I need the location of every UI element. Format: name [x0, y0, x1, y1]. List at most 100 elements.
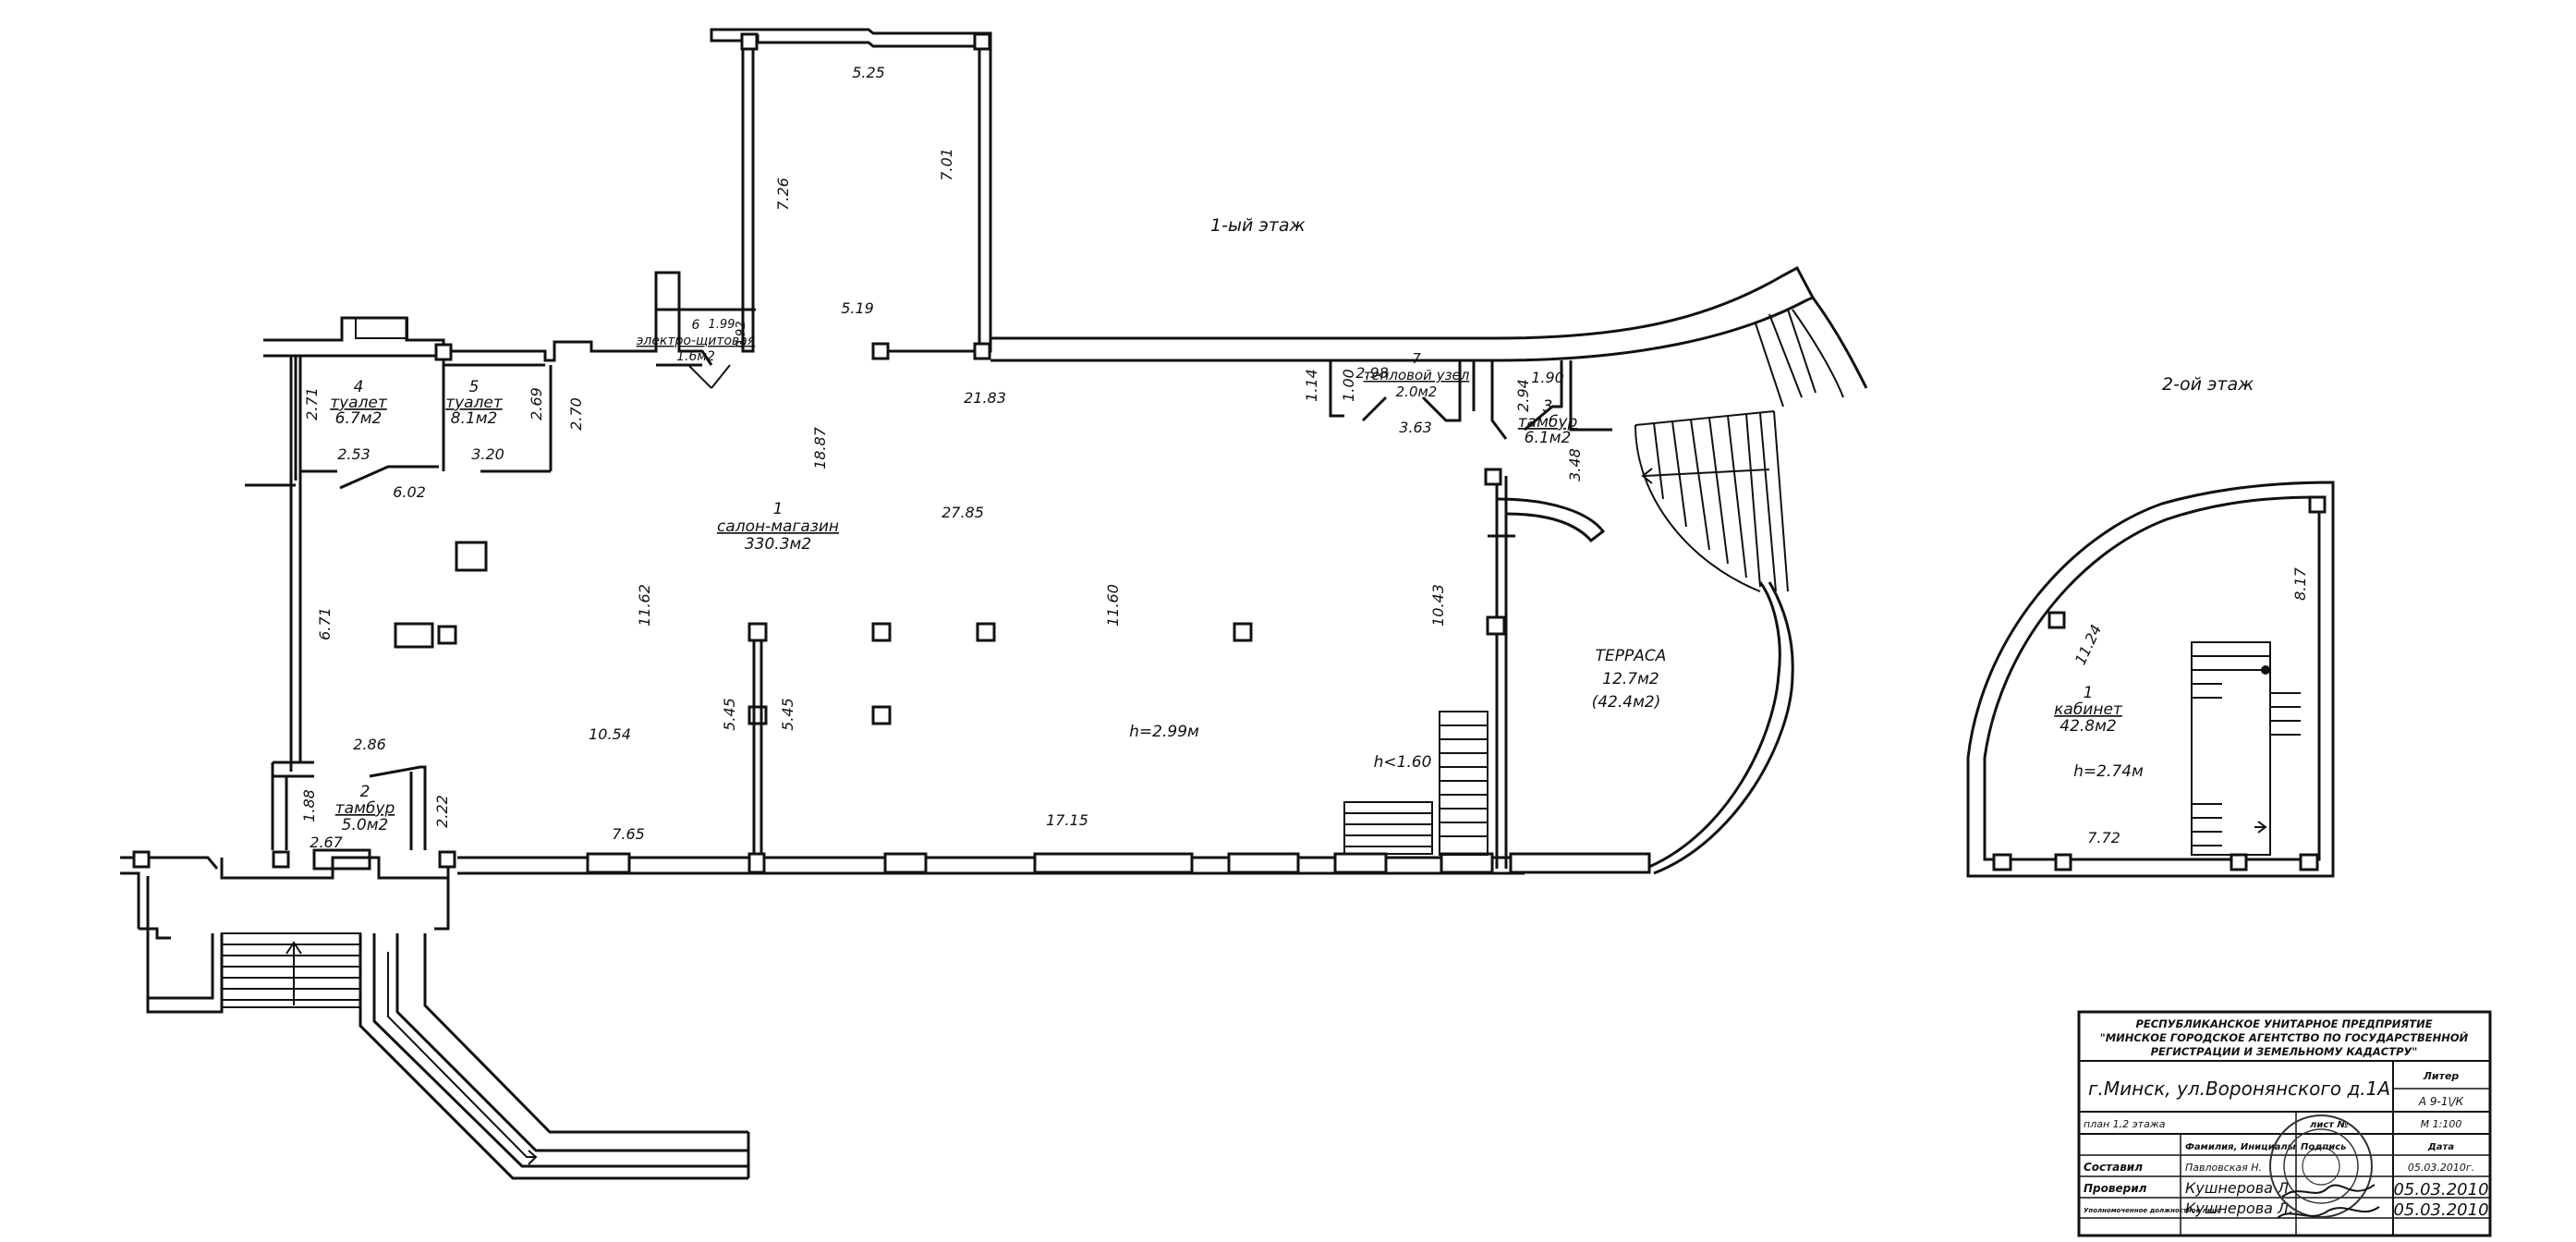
- room7-num: 7: [1412, 350, 1421, 367]
- room6-area: 1.6м2: [676, 349, 715, 364]
- room5-name: туалет: [445, 394, 504, 412]
- dim-5-25: 5.25: [852, 64, 885, 81]
- row2-name: Кушнерова Л.: [2185, 1179, 2293, 1197]
- row3-name: Кушнерова Л.: [2185, 1199, 2293, 1217]
- terrace-name: ТЕРРАСА: [1596, 647, 1667, 665]
- dim-1-00: 1.00: [1340, 369, 1357, 402]
- cabinet-area: 42.8м2: [2060, 717, 2117, 736]
- dim-2-70: 2.70: [567, 397, 585, 431]
- dim-11-24: 11.24: [2072, 622, 2106, 668]
- dim-0-92: 0.92: [735, 322, 748, 348]
- signature-row2: [2281, 1184, 2376, 1198]
- litera-value: А 9-1\/К: [2418, 1095, 2464, 1108]
- row1-role: Составил: [2084, 1161, 2143, 1174]
- dim-5-45-left: 5.45: [721, 698, 738, 731]
- room6-num: 6: [692, 318, 700, 333]
- room4-num: 4: [354, 378, 364, 396]
- terrace-area2: (42.4м2): [1592, 693, 1661, 712]
- dim-3-20: 3.20: [471, 445, 504, 463]
- height-second-floor: h=2.74м: [2073, 762, 2144, 781]
- dim-2-67: 2.67: [310, 834, 343, 851]
- room4-area: 6.7м2: [335, 409, 383, 428]
- dim-2-53: 2.53: [337, 445, 371, 463]
- org-line-3: РЕГИСТРАЦИИ И ЗЕМЕЛЬНОМУ КАДАСТРУ": [2151, 1045, 2418, 1058]
- room2-num: 2: [360, 783, 371, 801]
- col-name-header: Фамилия, Инициалы: [2185, 1142, 2296, 1152]
- dim-3-48: 3.48: [1566, 448, 1584, 481]
- room1-name: салон-магазин: [717, 518, 839, 536]
- room-labels: 1 салон-магазин 330.3м2 2 тамбур 5.0м2 3…: [330, 318, 2144, 834]
- dim-5-19: 5.19: [841, 299, 874, 317]
- dim-1-88: 1.88: [300, 789, 318, 822]
- signature-row3: [2277, 1206, 2380, 1219]
- dimension-labels: 5.25 7.26 7.01 5.19 21.83 18.87 27.85 11…: [300, 64, 2309, 851]
- dim-8-17: 8.17: [2291, 566, 2309, 600]
- room7-area: 2.0м2: [1396, 384, 1438, 400]
- dim-18-87: 18.87: [811, 426, 829, 469]
- room3-name: тамбур: [1518, 413, 1578, 432]
- dim-27-85: 27.85: [942, 504, 984, 521]
- room6-name: электро-щитовая: [637, 334, 756, 348]
- dim-2-86: 2.86: [353, 736, 386, 753]
- dim-1-90: 1.90: [1531, 369, 1564, 386]
- dim-7-72: 7.72: [2087, 829, 2120, 846]
- dim-7-01: 7.01: [938, 148, 955, 181]
- room3-area: 6.1м2: [1525, 429, 1572, 447]
- room2-name: тамбур: [335, 799, 395, 818]
- official-seal-stamp: [2269, 1114, 2373, 1218]
- room4-name: туалет: [330, 394, 388, 412]
- room1-area: 330.3м2: [745, 535, 811, 554]
- dim-10-43: 10.43: [1429, 584, 1447, 627]
- col-date-header: Дата: [2427, 1142, 2454, 1152]
- dim-10-54: 10.54: [589, 725, 631, 743]
- row2-role: Проверил: [2084, 1182, 2147, 1195]
- dim-11-60: 11.60: [1104, 584, 1122, 627]
- org-line-2: "МИНСКОЕ ГОРОДСКОЕ АГЕНТСТВО ПО ГОСУДАРС…: [2100, 1030, 2469, 1044]
- address: г.Минск, ул.Воронянского д.1А: [2088, 1078, 2390, 1100]
- dim-11-62: 11.62: [636, 584, 653, 627]
- terrace-area: 12.7м2: [1602, 670, 1659, 688]
- scale: М 1:100: [2421, 1118, 2462, 1130]
- row1-name: Павловская Н.: [2185, 1162, 2262, 1174]
- dim-2-98: 2.98: [1355, 364, 1389, 382]
- room5-num: 5: [469, 378, 480, 396]
- dim-6-71: 6.71: [316, 607, 334, 640]
- col-sign-header: Подпись: [2301, 1142, 2346, 1152]
- room2-area: 5.0м2: [342, 816, 389, 834]
- height-first-floor: h=2.99м: [1129, 723, 1199, 741]
- dim-1-99: 1.99: [709, 318, 735, 332]
- floor1-label: 1-ый этаж: [1210, 215, 1306, 236]
- dim-2-71: 2.71: [303, 387, 321, 420]
- title-block: РЕСПУБЛИКАНСКОЕ УНИТАРНОЕ ПРЕДПРИЯТИЕ "М…: [2077, 1010, 2492, 1237]
- height-stair: h<1.60: [1374, 753, 1432, 772]
- second-floor-walls: [1966, 481, 2335, 878]
- room5-area: 8.1м2: [451, 409, 498, 428]
- row3-role: Уполномоченное должностное лицо: [2084, 1207, 2221, 1214]
- dim-5-45-right: 5.45: [779, 698, 796, 731]
- first-floor-walls: [120, 28, 1868, 1180]
- dim-1-14: 1.14: [1303, 369, 1320, 402]
- dim-3-63: 3.63: [1399, 419, 1432, 436]
- row1-date: 05.03.2010г.: [2408, 1162, 2474, 1174]
- dim-7-65: 7.65: [612, 825, 645, 843]
- dim-2-22: 2.22: [433, 795, 451, 828]
- cabinet-name: кабинет: [2054, 700, 2123, 719]
- litera-label: Литер: [2423, 1070, 2460, 1082]
- org-line-1: РЕСПУБЛИКАНСКОЕ УНИТАРНОЕ ПРЕДПРИЯТИЕ: [2135, 1017, 2432, 1030]
- dim-2-69: 2.69: [528, 387, 545, 420]
- row3-date: 05.03.2010: [2393, 1200, 2488, 1220]
- room3-num: 3: [1543, 397, 1553, 416]
- floor-labels: 1-ый этаж 2-ой этаж: [1210, 215, 2254, 395]
- dim-21-83: 21.83: [964, 389, 1006, 407]
- dim-7-26: 7.26: [774, 177, 792, 211]
- plan-label: план 1,2 этажа: [2084, 1118, 2166, 1130]
- room1-num: 1: [773, 500, 784, 518]
- dim-2-94: 2.94: [1514, 379, 1532, 412]
- room7-name: тепловой узел: [1364, 367, 1470, 384]
- row2-date: 05.03.2010: [2393, 1180, 2488, 1199]
- floor2-label: 2-ой этаж: [2162, 374, 2254, 395]
- cabinet-num: 1: [2084, 684, 2094, 702]
- list-label: лист №: [2310, 1120, 2349, 1130]
- dim-6-02: 6.02: [393, 483, 426, 501]
